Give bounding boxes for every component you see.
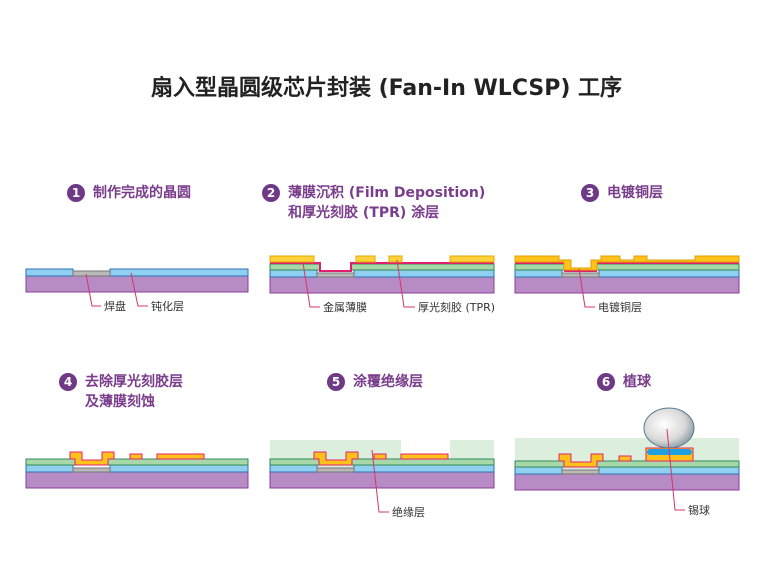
label-tpr: 厚光刻胶 (TPR) [418, 300, 495, 314]
leader-line [371, 449, 389, 513]
step-number-badge: 6 [597, 373, 615, 391]
passivation-layer [269, 269, 318, 278]
label-metal-film: 金属薄膜 [323, 300, 367, 314]
label-copper: 电镀铜层 [598, 300, 642, 314]
step-3-header: 3 电镀铜层 [581, 183, 663, 203]
tpr-block [355, 255, 376, 263]
diagram-step-6: 锡球 [514, 407, 740, 517]
film-layer [350, 458, 495, 466]
film-layer [514, 460, 566, 468]
copper-trace [558, 453, 604, 468]
passivation-layer [109, 464, 249, 473]
step-1-header: 1 制作完成的晶圆 [67, 183, 191, 203]
substrate-layer [514, 473, 740, 491]
leader-line [85, 273, 101, 307]
metal-film [515, 262, 739, 272]
passivation-layer [353, 269, 495, 278]
passivation-layer [25, 268, 74, 277]
passivation-layer [353, 464, 495, 473]
pad-layer [316, 467, 355, 473]
film-layer [25, 458, 77, 466]
step-title: 涂覆绝缘层 [353, 374, 423, 390]
pad-layer [72, 270, 111, 277]
passivation-layer [269, 464, 318, 473]
diagram-step-4 [25, 451, 249, 489]
step-number-badge: 4 [59, 373, 77, 391]
tpr-block [449, 255, 495, 263]
tpr-block [388, 255, 403, 263]
film-layer [595, 460, 740, 468]
step-number-badge: 1 [67, 184, 85, 202]
passivation-layer [25, 464, 74, 473]
substrate-layer [25, 275, 249, 293]
diagram-step-2: 金属薄膜 厚光刻胶 (TPR) [269, 255, 495, 314]
substrate-layer [25, 471, 249, 489]
step-6-header: 6 植球 [597, 372, 651, 392]
leader-line [578, 268, 595, 308]
film-layer [350, 263, 495, 271]
step-title-line2: 和厚光刻胶 (TPR) 涂层 [288, 205, 440, 221]
substrate-layer [514, 276, 740, 294]
copper-trace [313, 451, 359, 466]
label-pad: 焊盘 [104, 299, 126, 313]
film-layer [269, 263, 321, 271]
step-number-badge: 5 [327, 373, 345, 391]
film-layer [514, 263, 566, 271]
passivation-layer [109, 268, 249, 277]
leader-line [130, 272, 148, 307]
leader-line [396, 259, 415, 308]
copper-trace [69, 451, 115, 466]
diagram-step-1: 焊盘 钝化层 [25, 268, 249, 313]
substrate-layer [269, 276, 495, 294]
diagram-step-5: 绝缘层 [269, 440, 495, 519]
film-layer [595, 263, 740, 271]
film-layer [269, 458, 321, 466]
label-solder-ball: 锡球 [688, 503, 710, 517]
copper-trace [400, 453, 449, 460]
tpr-block [269, 255, 315, 263]
step-title: 薄膜沉积 (Film Deposition) [288, 185, 486, 201]
metal-film [270, 262, 494, 272]
step-number-badge: 3 [581, 184, 599, 202]
passivation-layer [598, 466, 740, 475]
page-title: 扇入型晶圆级芯片封装 (Fan-In WLCSP) 工序 [150, 76, 623, 101]
substrate-layer [269, 471, 495, 489]
passivation-layer [598, 269, 740, 278]
step-number-badge: 2 [262, 184, 280, 202]
copper-trace [618, 455, 632, 462]
pad-layer [316, 272, 355, 278]
leader-line [302, 262, 320, 308]
pad-layer [72, 467, 111, 473]
step-title-line2: 及薄膜刻蚀 [85, 394, 155, 410]
label-passivation: 钝化层 [151, 299, 184, 313]
solder-ball [643, 407, 695, 449]
film-layer [106, 458, 249, 466]
leader-line [666, 428, 685, 511]
passivation-layer [514, 269, 563, 278]
step-2-header: 2 薄膜沉积 (Film Deposition) 和厚光刻胶 (TPR) 涂层 [262, 183, 485, 223]
copper-trace [129, 453, 143, 460]
step-title: 去除厚光刻胶层 [85, 374, 183, 390]
step-title: 制作完成的晶圆 [93, 185, 191, 201]
copper-trace [156, 453, 205, 460]
copper-trace [373, 453, 387, 460]
step-5-header: 5 涂覆绝缘层 [327, 372, 423, 392]
step-4-header: 4 去除厚光刻胶层及薄膜刻蚀 [59, 372, 183, 412]
label-insulator: 绝缘层 [392, 505, 425, 519]
copper-layer [514, 255, 740, 271]
step-title: 植球 [623, 374, 651, 390]
passivation-layer [514, 466, 563, 475]
step-title: 电镀铜层 [607, 185, 663, 201]
pad-layer [561, 469, 600, 475]
diagram-step-3: 电镀铜层 [514, 255, 740, 314]
